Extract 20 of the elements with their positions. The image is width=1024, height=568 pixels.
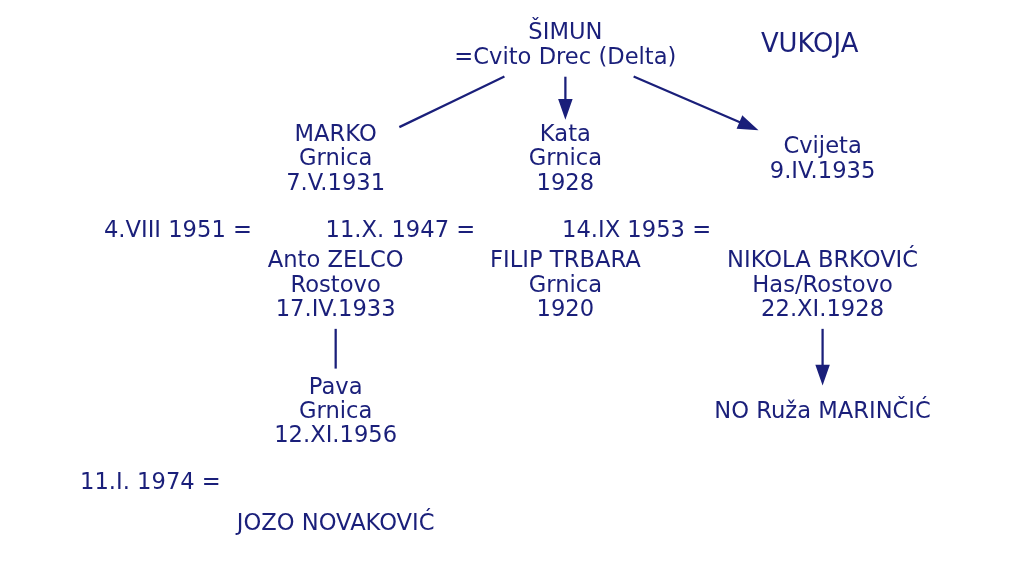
node-text: Pava Grnica 12.XI.1956 <box>274 372 398 448</box>
node-text: Kata Grnica 1928 <box>528 120 603 195</box>
node-text: Cvijeta 9.IV.1935 <box>769 132 876 183</box>
connector <box>334 328 337 369</box>
arrow <box>815 328 830 386</box>
node-label: 11.I. 1974 = <box>80 467 221 494</box>
node-label: 14.IX 1953 = <box>562 215 712 242</box>
node-label: 11.X. 1947 = <box>325 215 476 242</box>
node-text: NIKOLA BRKOVIĆ Has/Rostovo 22.XI.1928 <box>727 246 919 321</box>
connector <box>398 75 505 129</box>
node-text: NO Ruža MARINČIĆ <box>714 396 931 423</box>
label: VUKOJA <box>760 27 859 58</box>
arrow <box>558 76 573 120</box>
node-text: MARKO Grnica 7.V.1931 <box>286 120 386 195</box>
node-text: ŠIMUN =Cvito Drec (Delta) <box>454 18 677 69</box>
node-text: JOZO NOVAKOVIĆ <box>236 509 435 536</box>
node-label: 4.VIII 1951 = <box>103 215 252 242</box>
node-text: FILIP TRBARA Grnica 1920 <box>490 246 641 321</box>
node-text: Anto ZELCO Rostovo 17.IV.1933 <box>267 246 404 321</box>
arrow <box>633 75 759 131</box>
